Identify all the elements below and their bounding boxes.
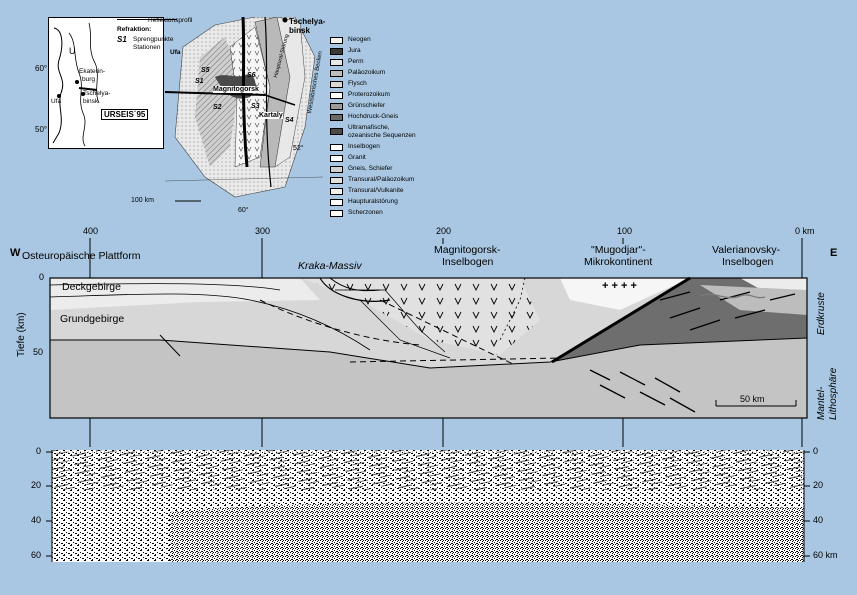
seismic-right-20: 20 (813, 480, 824, 490)
legend-label: Ultramafische, (348, 124, 390, 131)
legend-label: Scherzonen (348, 209, 383, 216)
legend-swatch (330, 128, 343, 135)
west-label: W (10, 247, 21, 259)
legend-swatch (330, 210, 343, 217)
region-valerianovsky-2: Inselbogen (722, 256, 774, 268)
km-tick-400: 400 (83, 226, 99, 236)
key-sprengpunkte: Sprengpunkte (133, 36, 174, 43)
legend-swatch (330, 166, 343, 173)
legend-swatch (330, 81, 343, 88)
map-s6: S6 (247, 72, 256, 79)
map-s2: S2 (213, 104, 222, 111)
svg-text:+ + + +: + + + + (602, 280, 637, 292)
legend-swatch (330, 114, 343, 121)
layer-deckgebirge: Deckgebirge (62, 281, 121, 293)
legend-swatch (330, 144, 343, 151)
legend-label: Jura (348, 47, 361, 54)
legend-label-2: ozeanische Sequenzen (348, 132, 416, 139)
city-tschelyabinsk-2: binsk (83, 98, 99, 105)
legend-label: Gneis, Schiefer (348, 165, 393, 172)
map-s4: S4 (285, 117, 294, 124)
legend-label: Hochdruck-Gneis (348, 113, 399, 120)
depth-tick-0: 0 (39, 272, 45, 282)
seismic-left-40: 40 (31, 515, 42, 525)
legend-label: Transural/Paläozoikum (348, 176, 415, 183)
ural-label: U (69, 46, 76, 56)
inset-map-graphic (52, 22, 100, 147)
km-tick-200: 200 (436, 226, 452, 236)
region-magnitogorsk-2: Inselbogen (442, 256, 494, 268)
key-stationen: Stationen (133, 44, 161, 51)
legend-swatch (330, 155, 343, 162)
legend-label: Perm (348, 58, 364, 65)
map-s5: S5 (201, 67, 210, 74)
legend-swatch (330, 188, 343, 195)
legend-label: Transural/Vulkanite (348, 187, 404, 194)
key-ufa: Ufa (170, 49, 181, 56)
region-mugodjar-1: "Mugodjar"- (591, 244, 646, 256)
map-s1: S1 (195, 78, 204, 85)
legend-label: Neogen (348, 36, 371, 43)
city-ufa: Ufa (51, 98, 62, 105)
inset-location-map: 60° 50° Ekaterin- burg Ufa Tschelya- bin… (35, 17, 164, 149)
geomap-graphic (164, 16, 324, 202)
east-label: E (830, 247, 838, 259)
depth-tick-50: 50 (33, 347, 44, 357)
legend-swatch (330, 59, 343, 66)
map-tschelyabinsk-1: Tschelya- (289, 17, 326, 26)
seismic-right-40: 40 (813, 515, 824, 525)
region-magnitogorsk-1: Magnitogorsk- (434, 244, 501, 256)
key-reflexion: Reflexionsprofil (148, 17, 193, 24)
legend-label: Inselbogen (348, 143, 380, 150)
key-s1: S1 (117, 35, 127, 44)
legend-swatch (330, 92, 343, 99)
city-tschelyabinsk-1: Tschelya- (83, 90, 111, 97)
urseis-label: URSEIS´95 (101, 109, 149, 120)
geological-map: Tschelya- binsk Magnitogorsk Kartaly S1 … (131, 16, 326, 214)
region-valerianovsky-1: Valerianovsky- (712, 244, 781, 256)
layer-grundgebirge: Grundgebirge (60, 313, 125, 325)
legend-swatch (330, 103, 343, 110)
legend-label: Flysch (348, 80, 367, 87)
map-kartaly: Kartaly (259, 112, 283, 119)
region-kraka: Kraka-Massiv (298, 260, 362, 272)
legend-swatch (330, 48, 343, 55)
legend-label: Granit (348, 154, 366, 161)
map-magnitogorsk: Magnitogorsk (213, 86, 259, 93)
legend-swatch (330, 177, 343, 184)
legend-swatch (330, 70, 343, 77)
map-tschelyabinsk-2: binsk (289, 26, 310, 35)
region-mugodjar-2: Mikrokontinent (584, 256, 653, 268)
city-ekaterinburg-1: Ekaterin- (79, 68, 106, 75)
lat-label-60: 60° (35, 64, 48, 73)
seismic-right-60: 60 km (813, 550, 838, 560)
map-s3: S3 (251, 103, 260, 110)
key-refraktion: Refraktion: (117, 26, 152, 33)
legend-swatch (330, 37, 343, 44)
seismic-right-0: 0 (813, 446, 819, 456)
km-tick-0: 0 km (795, 226, 815, 236)
map-lat52: 52° (293, 145, 304, 152)
lat-label-50: 50° (35, 125, 48, 134)
legend-label: Grünschiefer (348, 102, 386, 109)
city-ekaterinburg-2: burg (82, 76, 96, 83)
map-lon60: 60° (238, 207, 249, 214)
km-tick-100: 100 (617, 226, 633, 236)
km-tick-300: 300 (255, 226, 271, 236)
key-profile-line (117, 19, 177, 21)
region-osteuropa: Osteuropäische Plattform (22, 250, 141, 262)
seismic-left-0: 0 (36, 446, 42, 456)
seismic-left-20: 20 (31, 480, 42, 490)
legend-swatch (330, 199, 343, 206)
legend-label: Paläozoikum (348, 69, 386, 76)
section-scale: 50 km (740, 394, 765, 404)
legend-label: Haupturalstörung (348, 198, 398, 205)
map-scale: 100 km (131, 197, 154, 204)
seismic-left-60: 60 (31, 550, 42, 560)
legend-label: Proterozoikum (348, 91, 390, 98)
